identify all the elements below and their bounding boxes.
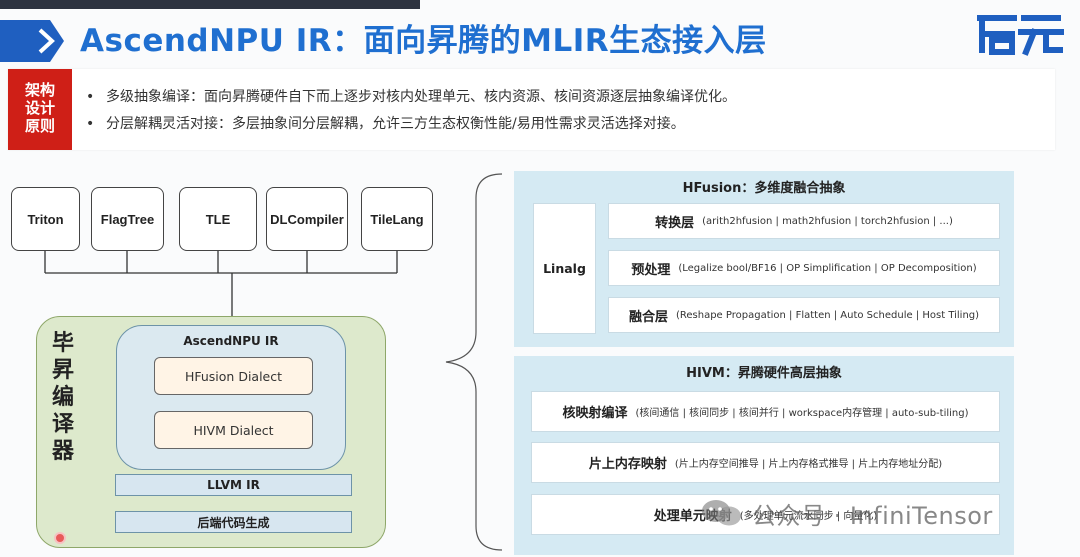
principle-list: 多级抽象编译：面向昇腾硬件自下而上逐步对核内处理单元、核内资源、核间资源逐层抽象… bbox=[86, 87, 736, 141]
page-title: AscendNPU IR：面向昇腾的MLIR生态接入层 bbox=[80, 23, 767, 59]
frontend-flagtree: FlagTree bbox=[91, 187, 164, 251]
backend-codegen-bar: 后端代码生成 bbox=[115, 511, 352, 533]
design-principles: 架构 设计 原则 多级抽象编译：面向昇腾硬件自下而上逐步对核内处理单元、核内资源… bbox=[8, 69, 1055, 150]
compiler-label: 毕 昇 编 译 器 bbox=[51, 331, 74, 464]
principle-tag: 架构 设计 原则 bbox=[8, 69, 72, 150]
qiyuan-logo-icon bbox=[977, 15, 1064, 56]
watermark: 公众号 · InfiniTensor bbox=[700, 495, 993, 531]
frontend-tilelang: TileLang bbox=[361, 187, 433, 251]
title-bar: AscendNPU IR：面向昇腾的MLIR生态接入层 bbox=[0, 8, 1080, 62]
wechat-icon bbox=[702, 500, 741, 526]
hfusion-row-fusion: 融合层 (Reshape Propagation | Flatten | Aut… bbox=[608, 297, 1000, 333]
hfusion-row-conversion: 转换层 (arith2hfusion | math2hfusion | torc… bbox=[608, 203, 1000, 239]
hivm-title: HIVM：昇腾硬件高层抽象 bbox=[686, 366, 842, 381]
principle-item: 多级抽象编译：面向昇腾硬件自下而上逐步对核内处理单元、核内资源、核间资源逐层抽象… bbox=[86, 87, 736, 114]
hivm-dialect-box: HIVM Dialect bbox=[154, 411, 313, 449]
llvm-ir-bar: LLVM IR bbox=[115, 474, 352, 496]
hivm-row-core-mapping: 核映射编译 (核间通信 | 核间同步 | 核间并行 | workspace内存管… bbox=[531, 391, 1000, 432]
frontend-triton: Triton bbox=[11, 187, 80, 251]
hfusion-title: HFusion：多维度融合抽象 bbox=[682, 181, 846, 196]
frontend-tle: TLE bbox=[179, 187, 257, 251]
top-strip bbox=[0, 0, 420, 9]
brand-logo bbox=[974, 10, 1064, 56]
linalg-box: Linalg bbox=[533, 203, 596, 334]
ascendnpu-ir-title: AscendNPU IR bbox=[183, 334, 279, 348]
hfusion-row-preprocess: 预处理 (Legalize bool/BF16 | OP Simplificat… bbox=[608, 250, 1000, 286]
pointer-dot bbox=[54, 532, 66, 544]
frontend-dlcompiler: DLCompiler bbox=[266, 187, 348, 251]
hfusion-dialect-box: HFusion Dialect bbox=[154, 357, 313, 395]
chevron-icon bbox=[0, 20, 64, 62]
hivm-row-memory-mapping: 片上内存映射 (片上内存空间推导 | 片上内存格式推导 | 片上内存地址分配) bbox=[531, 442, 1000, 483]
brace-icon bbox=[445, 173, 503, 551]
watermark-text: 公众号 · InfiniTensor bbox=[752, 501, 993, 530]
principle-item: 分层解耦灵活对接：多层抽象间分层解耦，允许三方生态权衡性能/易用性需求灵活选择对… bbox=[86, 114, 736, 141]
